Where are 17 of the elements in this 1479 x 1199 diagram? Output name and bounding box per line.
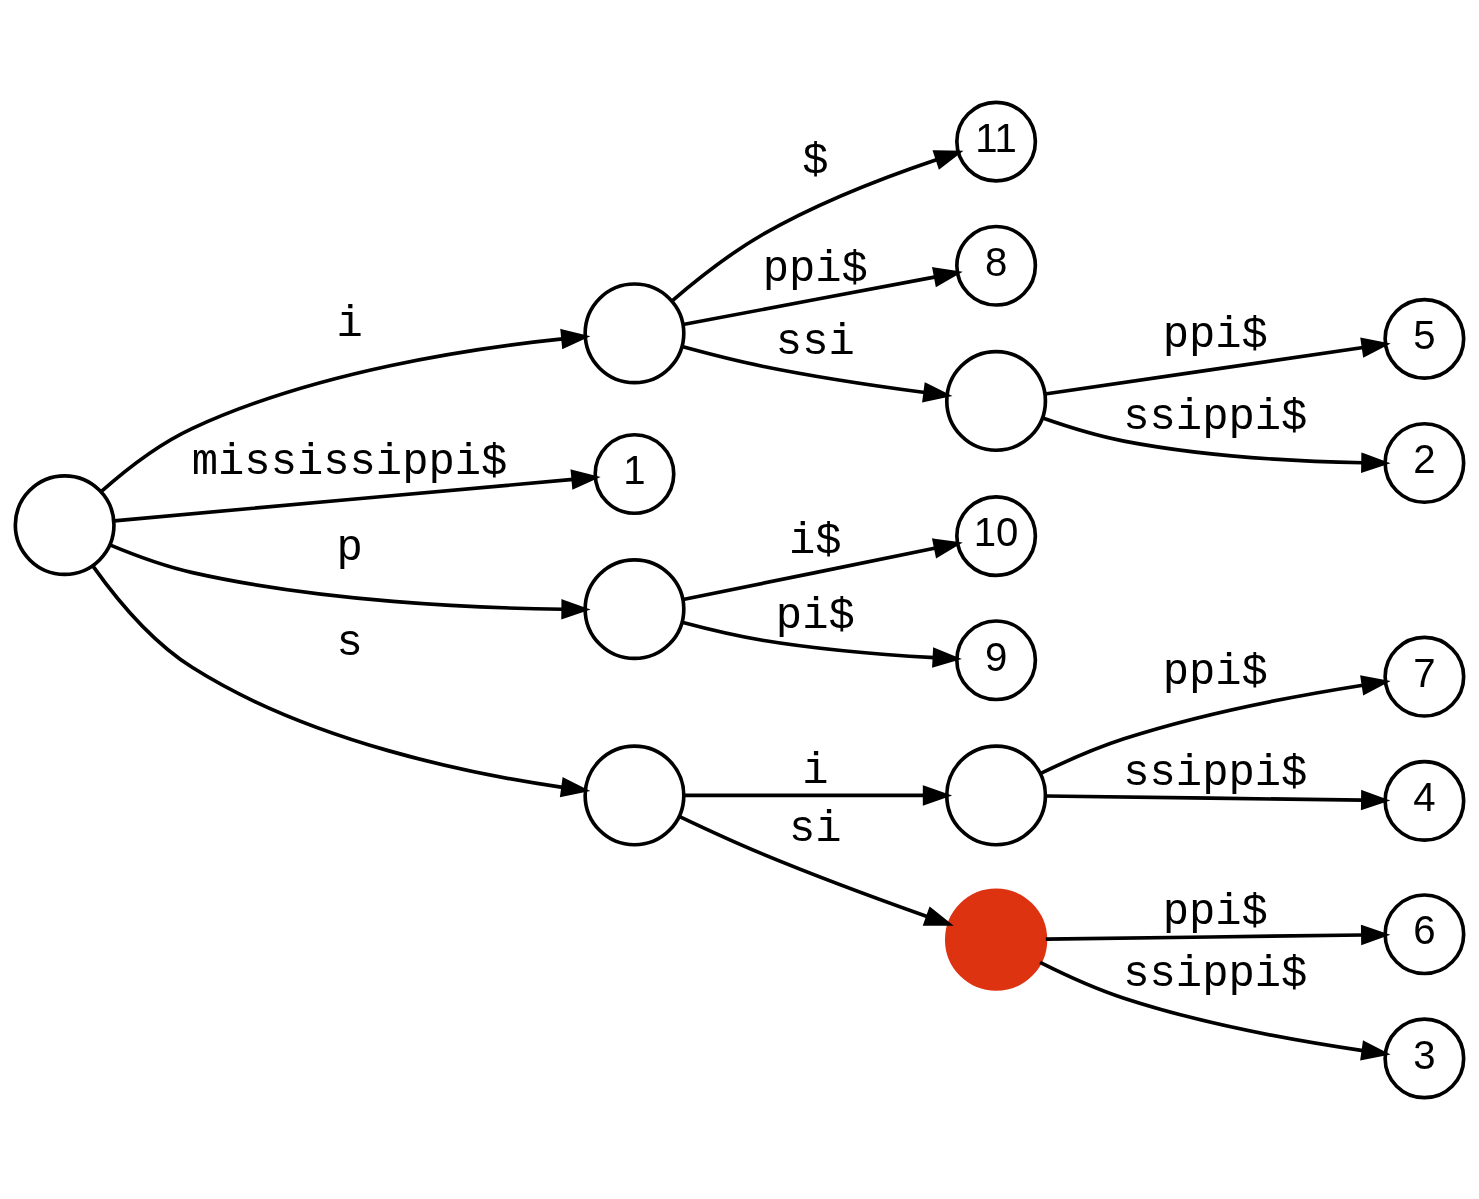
edge-label: i [336,299,363,349]
edge-label: ssippi$ [1123,748,1308,798]
edge-label: s [336,618,363,668]
edge-label: ppi$ [1162,310,1268,359]
edge-label: ppi$ [1162,647,1268,697]
edge-label: ppi$ [1162,887,1268,937]
edge-label: i$ [788,516,842,566]
edge-label: ssi [775,317,855,367]
edge-label: si [788,804,842,854]
edge-label: pi$ [775,591,855,641]
edge-label: mississippi$ [191,437,508,487]
edge-label: i [802,746,829,796]
edge-label: ssippi$ [1123,392,1308,442]
edge-label: ppi$ [762,244,868,294]
edge-label: $ [802,136,829,186]
edge-label: ssippi$ [1123,949,1308,999]
edge-label: p [336,523,363,573]
